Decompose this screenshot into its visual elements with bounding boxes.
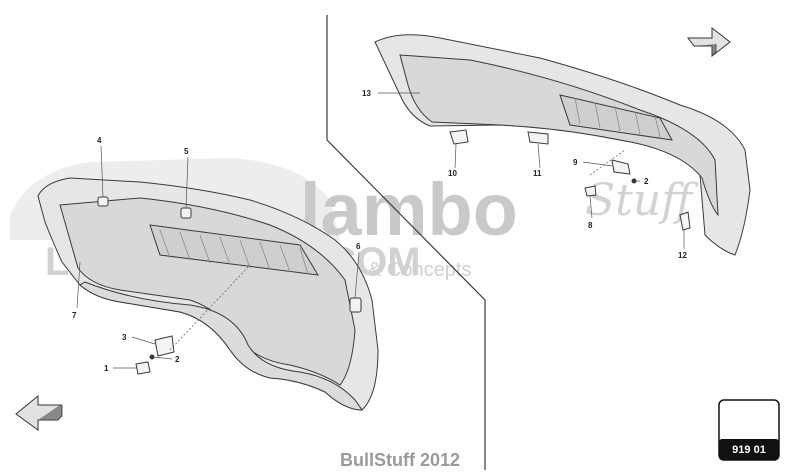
rear-bracket-11 — [527, 131, 549, 145]
rear-sensor-9 — [611, 159, 631, 175]
front-clip-4 — [97, 196, 109, 207]
callout-11: 11 — [533, 169, 542, 178]
callout-9: 9 — [573, 158, 578, 167]
front-clip-5 — [180, 207, 192, 219]
front-screw-1 — [135, 361, 151, 375]
callout-13: 13 — [362, 89, 371, 98]
rear-bumper-inner — [399, 54, 719, 217]
callout-4: 4 — [97, 136, 102, 145]
front-bracket-3 — [154, 335, 175, 357]
rear-bracket-12 — [679, 211, 691, 231]
footer-credit: BullStuff 2012 — [340, 450, 460, 470]
callouts: 4 5 6 7 3 2 1 13 10 11 9 2 8 12 — [72, 89, 687, 373]
callout-8: 8 — [588, 221, 593, 230]
rear-nut-2 — [631, 178, 637, 184]
callout-3: 3 — [122, 333, 127, 342]
leader-lines — [76, 92, 685, 369]
front-lower-lip — [79, 281, 363, 411]
rear-diffuser-fins — [574, 97, 661, 138]
watermark-tagline: & Concepts — [368, 259, 471, 281]
page-code-label: 919 01 — [732, 444, 766, 456]
callout-6: 6 — [356, 242, 361, 251]
callout-7: 7 — [72, 311, 77, 320]
front-grille-slats — [159, 229, 309, 275]
watermark-brand: lambo — [300, 168, 518, 251]
separator-line — [326, 15, 486, 470]
front-bumper-assembly — [37, 177, 379, 411]
callout-1: 1 — [104, 364, 109, 373]
rear-diffuser — [559, 94, 673, 141]
rear-bracket-10 — [449, 129, 469, 145]
callout-5: 5 — [184, 147, 189, 156]
rear-clip-8 — [584, 185, 597, 197]
rear-bumper-assembly — [374, 34, 751, 256]
callout-12: 12 — [678, 251, 687, 260]
callout-10: 10 — [448, 169, 457, 178]
front-sensor-6 — [349, 297, 362, 313]
callout-2-rear: 2 — [644, 177, 649, 186]
page-code-badge: 919 01 — [718, 399, 780, 461]
arrow-up-right-icon — [687, 26, 731, 58]
callout-2: 2 — [175, 355, 180, 364]
front-grille-area — [149, 224, 319, 276]
arrow-down-left-icon — [15, 394, 63, 431]
